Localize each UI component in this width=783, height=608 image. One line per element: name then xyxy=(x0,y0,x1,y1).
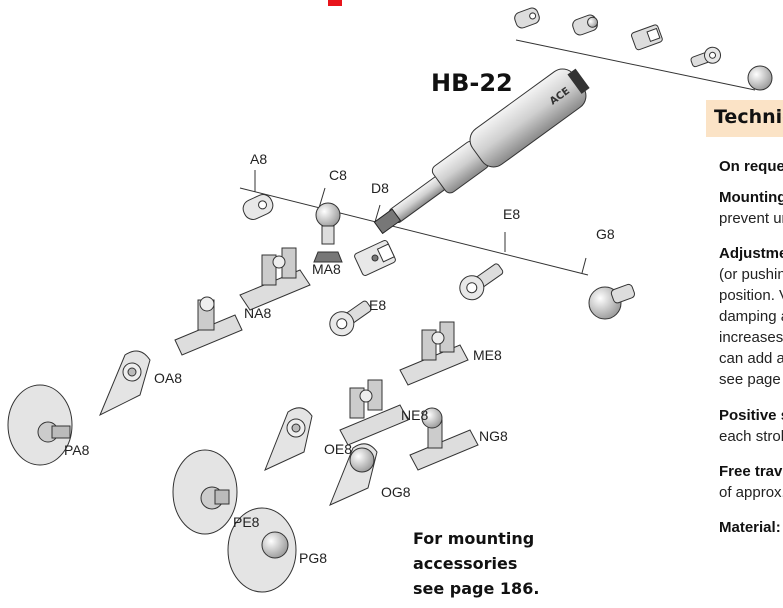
rod-end-fittings xyxy=(242,194,636,337)
sidebar-line: Material: xyxy=(719,519,781,536)
label-pg8: PG8 xyxy=(299,550,328,566)
label-oa8: OA8 xyxy=(154,370,183,386)
part-D8 xyxy=(354,240,396,276)
label-g8: G8 xyxy=(596,226,615,242)
sidebar-line: can add a xyxy=(719,350,783,367)
sidebar-line: prevent ur xyxy=(719,210,783,227)
sidebar-line: Free trave xyxy=(719,463,783,480)
label-na8: NA8 xyxy=(244,305,272,321)
sidebar-line: (or pushin xyxy=(719,266,783,283)
sidebar-line: damping a xyxy=(719,308,783,325)
sidebar-line: see page xyxy=(719,371,781,388)
part-G8 xyxy=(588,283,636,320)
part-OA8 xyxy=(99,350,151,417)
part-ME8 xyxy=(399,321,469,386)
label-oe8: OE8 xyxy=(324,441,353,457)
part-NE8 xyxy=(339,379,409,446)
technical-heading: Technic xyxy=(714,106,783,128)
part-PE8 xyxy=(172,449,238,535)
bracket-fittings xyxy=(7,247,479,593)
label-pa8: PA8 xyxy=(64,442,90,458)
label-c8: C8 xyxy=(329,167,347,183)
note-line: see page 186. xyxy=(413,579,540,598)
part-NG8 xyxy=(409,407,479,471)
label-d8: D8 xyxy=(371,180,389,196)
part-OG8 xyxy=(329,443,378,506)
part-NA8 xyxy=(174,296,243,356)
product-title: HB-22 xyxy=(431,69,513,97)
label-e8-mid: E8 xyxy=(369,297,387,313)
sidebar-line: position. V xyxy=(719,287,783,304)
label-me8: ME8 xyxy=(473,347,502,363)
part-MA8 xyxy=(239,247,311,311)
label-a8: A8 xyxy=(250,151,268,167)
part-C8 xyxy=(313,202,343,263)
sidebar-line: Adjustme xyxy=(719,245,783,262)
top-fittings xyxy=(514,7,773,91)
mounting-note: For mounting accessories see page 186. xyxy=(413,526,539,601)
label-ma8: MA8 xyxy=(312,261,341,277)
part-PG8 xyxy=(227,507,297,593)
leader-lines xyxy=(239,39,756,276)
sidebar-line: of approx. xyxy=(719,484,783,501)
gas-spring-body: ACE xyxy=(373,68,590,235)
label-e8-top: E8 xyxy=(503,206,521,222)
sidebar-line: increases xyxy=(719,329,783,346)
note-line: accessories xyxy=(413,554,518,573)
sidebar-line: Positive s xyxy=(719,407,783,424)
label-pe8: PE8 xyxy=(233,514,260,530)
technical-heading-band xyxy=(706,100,783,137)
part-E8-top xyxy=(459,263,504,301)
part-OE8 xyxy=(264,407,313,471)
note-line: For mounting xyxy=(413,529,535,548)
label-ne8: NE8 xyxy=(401,407,429,423)
sidebar-line: each strok xyxy=(719,428,783,445)
part-PA8 xyxy=(7,384,73,466)
label-ng8: NG8 xyxy=(479,428,508,444)
sidebar-line: Mounting xyxy=(719,189,783,206)
red-accent-mark xyxy=(328,0,342,6)
part-A8 xyxy=(242,194,274,220)
label-og8: OG8 xyxy=(381,484,411,500)
sidebar-line: On reque xyxy=(719,158,783,175)
part-E8-mid xyxy=(329,300,372,337)
